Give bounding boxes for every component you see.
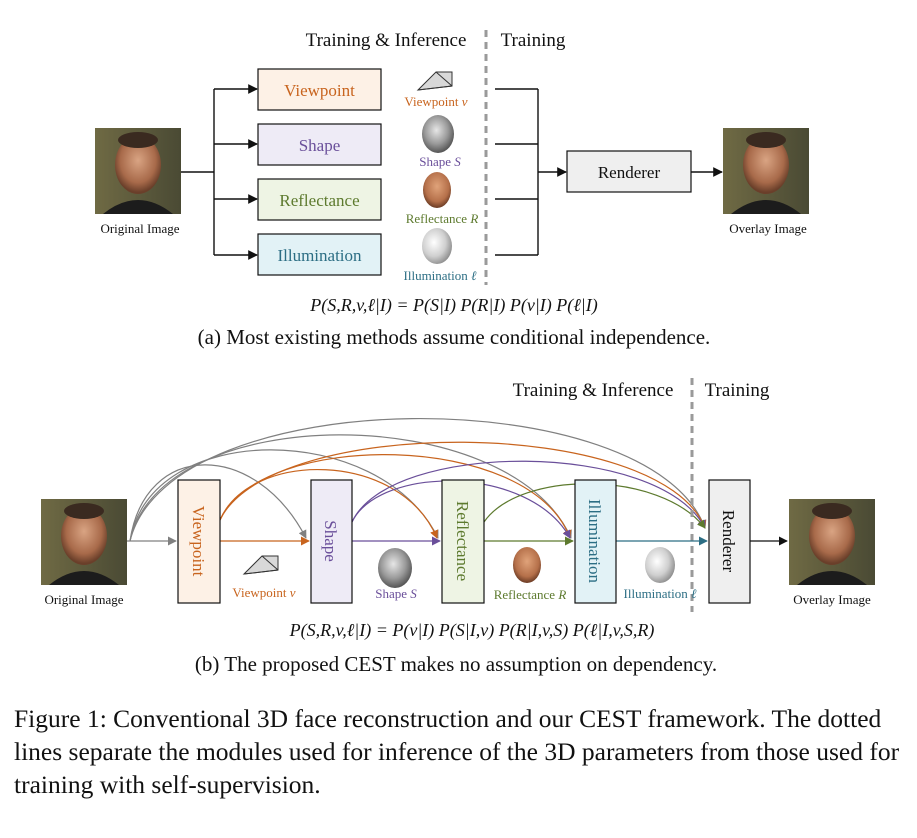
panel-b-module-shape: Shape (310, 479, 353, 604)
panel-b-module-shape-label: Shape (321, 520, 340, 562)
panel-a-module-shape-label: Shape (299, 136, 341, 155)
panel-a-fanout (181, 84, 258, 260)
panel-b-shape-mesh-icon (378, 548, 412, 588)
figure-caption: Figure 1: Conventional 3D face reconstru… (14, 704, 900, 799)
panel-b-output-label: Overlay Image (793, 592, 871, 607)
panel-a-module-reflectance-label: Reflectance (279, 191, 359, 210)
panel-a-param-shape: Shape S (419, 154, 461, 169)
panel-a: Training & Inference Training Original I… (95, 30, 809, 349)
panel-a-illumination-face-icon (422, 228, 452, 264)
panel-a-fanin (495, 88, 723, 256)
panel-b-param-illumination: Illumination ℓ (624, 586, 698, 601)
panel-a-renderer: Renderer (566, 150, 692, 193)
panel-a-renderer-label: Renderer (598, 163, 661, 182)
panel-b-input-label: Original Image (44, 592, 123, 607)
panel-a-viewpoint-camera-icon (416, 71, 453, 91)
panel-b-module-reflectance-label: Reflectance (453, 501, 472, 581)
panel-a-param-reflectance: Reflectance R (406, 211, 479, 226)
panel-a-header-left: Training & Inference (306, 30, 467, 51)
panel-b-param-shape: Shape S (375, 586, 417, 601)
panel-b-dependency-arcs (129, 417, 707, 542)
panel-a-module-reflectance: Reflectance (257, 178, 382, 221)
panel-b-equation: P(S,R,v,ℓ|I) = P(v|I) P(S|I,v) P(R|I,v,S… (289, 620, 655, 641)
panel-a-output-photo (723, 128, 809, 214)
panel-a-input-photo (95, 128, 181, 214)
panel-a-shape-mesh-icon (422, 115, 454, 153)
panel-a-input-label: Original Image (100, 221, 179, 236)
panel-b-param-viewpoint: Viewpoint v (232, 585, 295, 600)
panel-b-viewpoint-camera-icon (242, 555, 279, 575)
panel-a-module-viewpoint-label: Viewpoint (284, 81, 355, 100)
panel-b-renderer: Renderer (708, 479, 751, 604)
panel-a-module-shape: Shape (257, 123, 382, 166)
panel-a-module-viewpoint: Viewpoint (257, 68, 382, 111)
panel-a-module-illumination: Illumination (257, 233, 382, 276)
panel-a-subcaption: (a) Most existing methods assume conditi… (198, 325, 711, 349)
panel-a-output-label: Overlay Image (729, 221, 807, 236)
panel-b-illumination-face-icon (645, 547, 675, 583)
panel-a-module-illumination-label: Illumination (277, 246, 362, 265)
panel-b-module-viewpoint: Viewpoint (177, 479, 221, 604)
panel-b-subcaption: (b) The proposed CEST makes no assumptio… (195, 652, 717, 676)
panel-a-equation: P(S,R,v,ℓ|I) = P(S|I) P(R|I) P(v|I) P(ℓ|… (309, 295, 597, 316)
panel-a-param-viewpoint: Viewpoint v (404, 94, 467, 109)
panel-b: Training & Inference Training (41, 378, 875, 676)
panel-b-header-right: Training (705, 380, 770, 401)
panel-b-renderer-label: Renderer (719, 510, 738, 573)
panel-b-module-reflectance: Reflectance (441, 479, 485, 604)
panel-a-reflectance-face-icon (423, 172, 451, 208)
panel-b-module-illumination: Illumination (574, 479, 617, 604)
panel-b-header-left: Training & Inference (513, 380, 674, 401)
panel-b-module-illumination-label: Illumination (585, 499, 604, 584)
panel-b-input-photo (41, 499, 127, 585)
panel-a-header-right: Training (501, 30, 566, 51)
panel-a-param-illumination: Illumination ℓ (404, 268, 478, 283)
panel-b-output-photo (789, 499, 875, 585)
panel-b-param-reflectance: Reflectance R (494, 587, 567, 602)
panel-b-reflectance-face-icon (513, 547, 541, 583)
panel-b-module-viewpoint-label: Viewpoint (189, 506, 208, 577)
